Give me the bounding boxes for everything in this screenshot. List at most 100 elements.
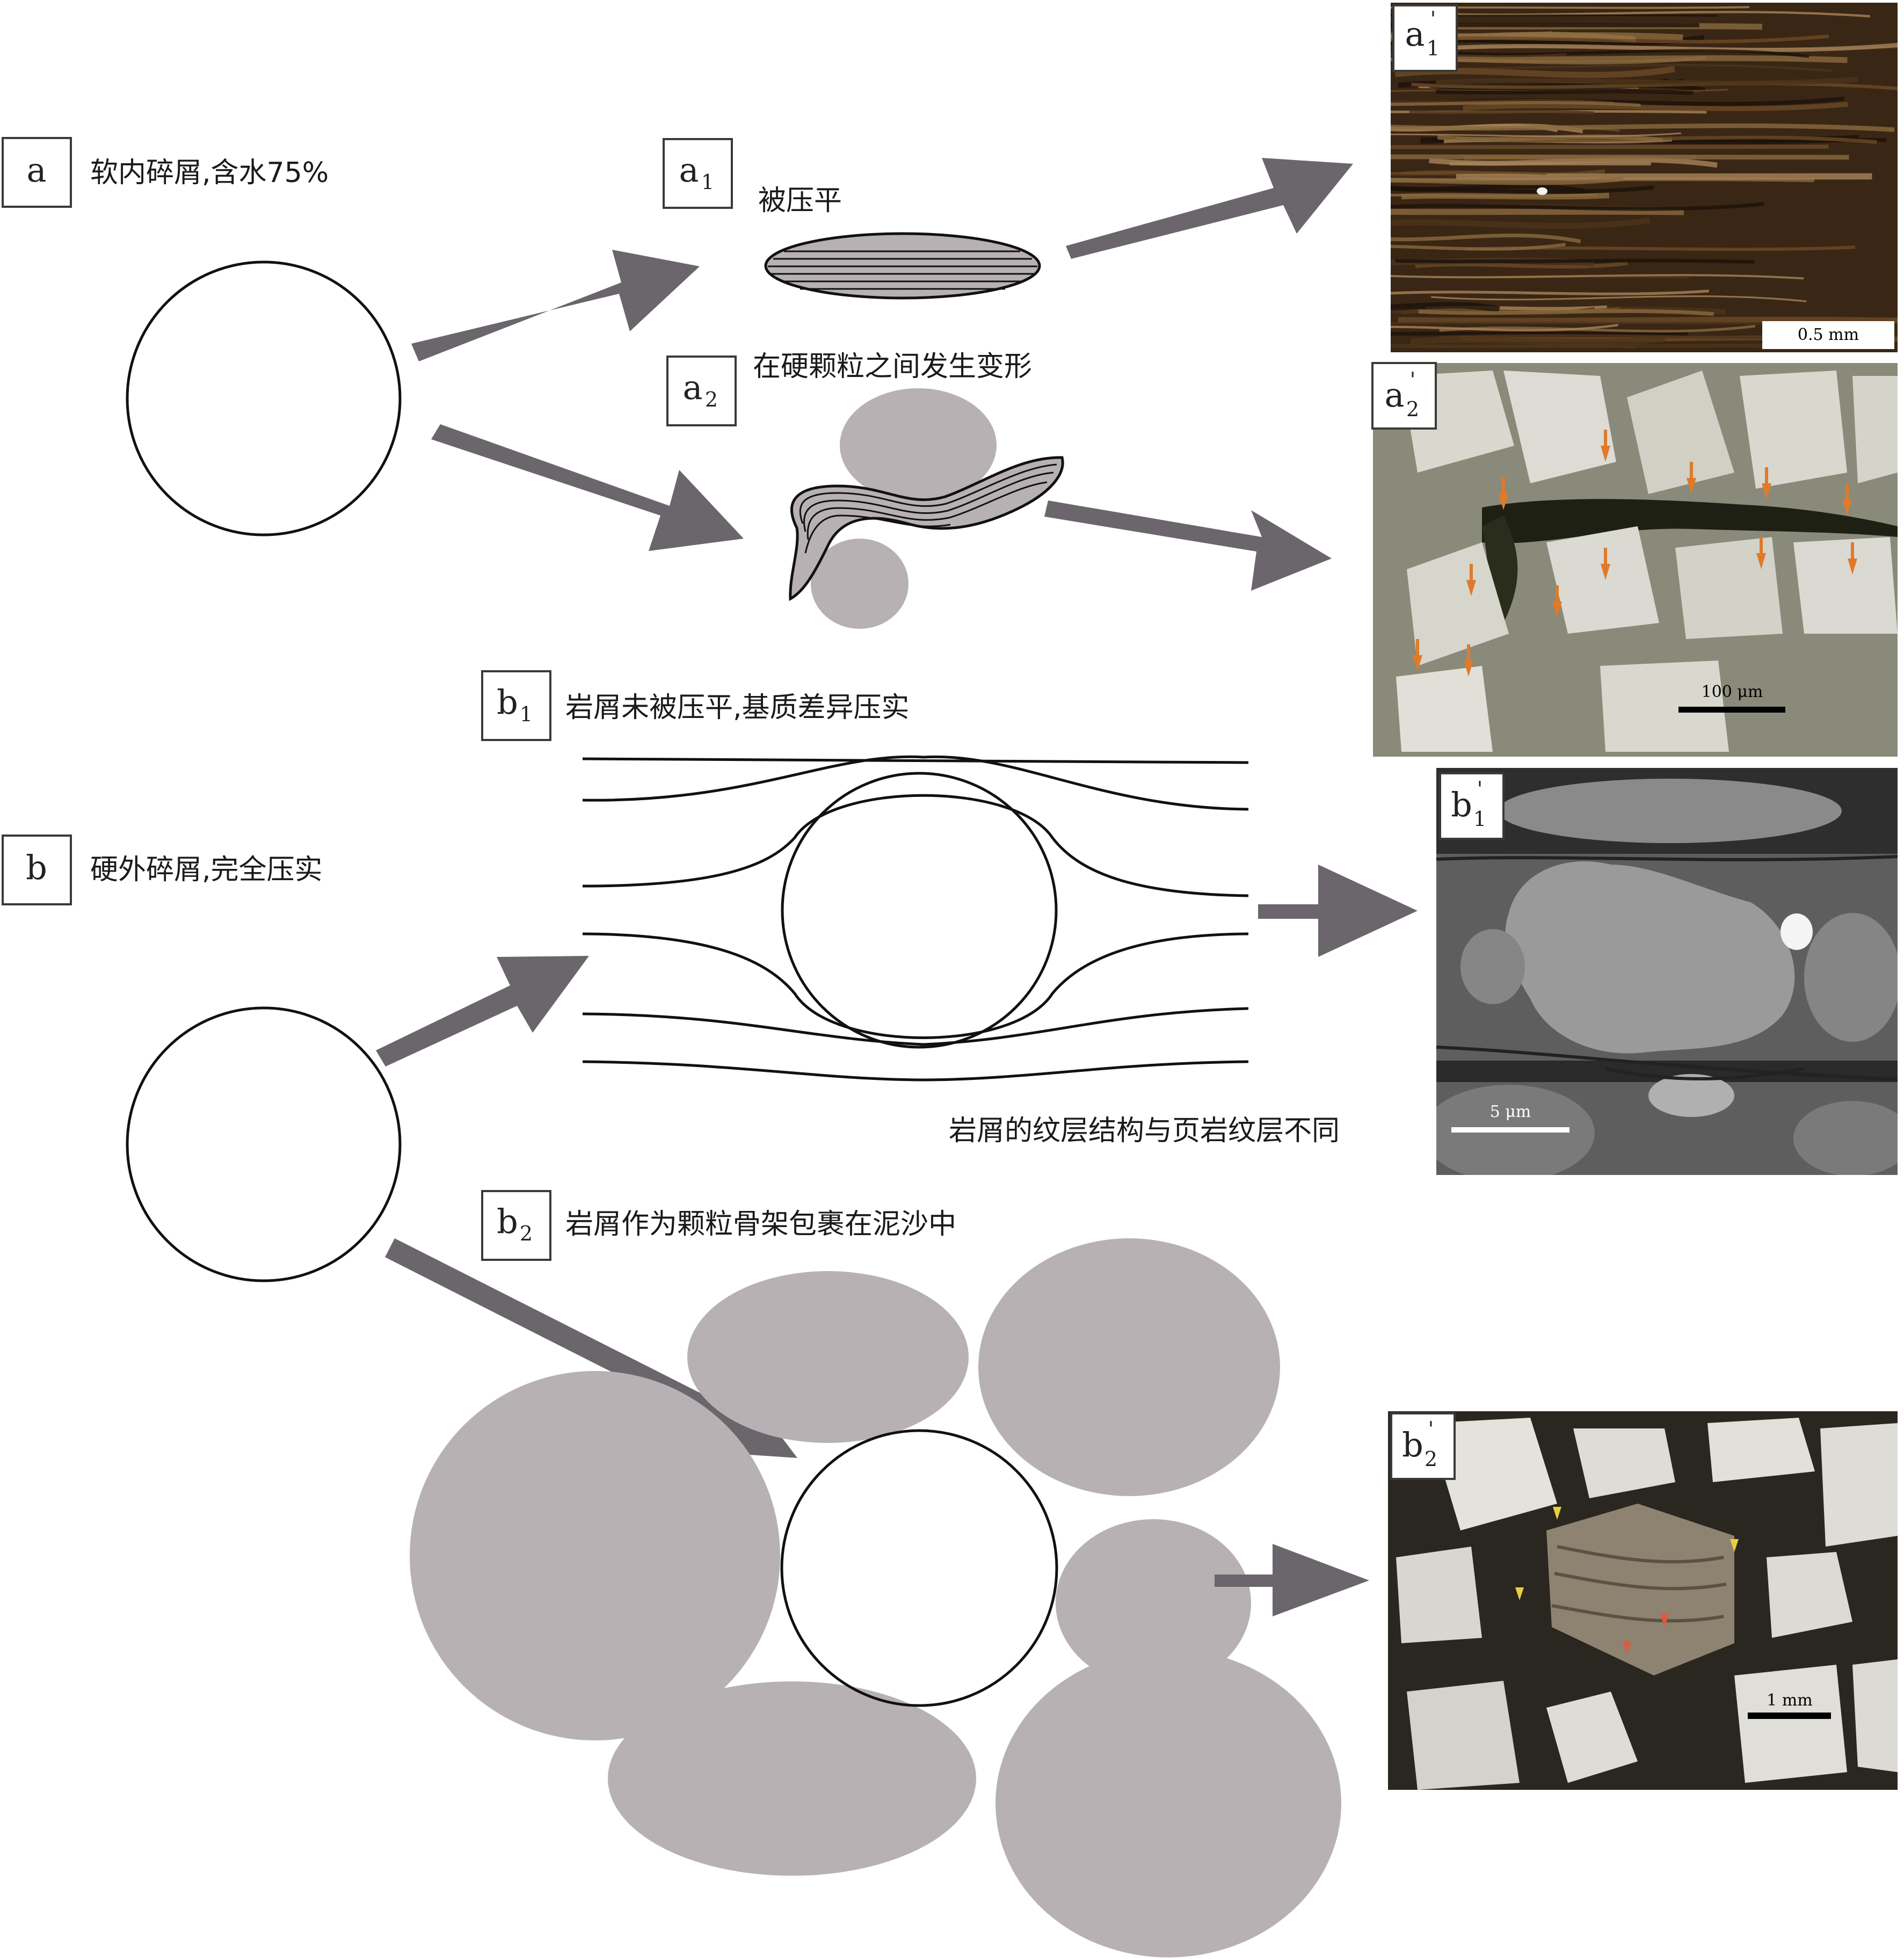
lamina-streak [1436, 90, 1694, 95]
soft-clast-circle [126, 260, 402, 536]
orange-marker-arrow [1687, 462, 1696, 494]
lamina-streak [1391, 132, 1681, 137]
lamina-streak [1415, 261, 1628, 269]
orange-marker-arrow [1464, 644, 1473, 677]
hard-clast-b2-circle [780, 1429, 1058, 1707]
svg-text:0.5 mm: 0.5 mm [1798, 325, 1859, 344]
lamina-streak [1391, 233, 1581, 244]
lamina-streak [1391, 53, 1567, 57]
orange-marker-arrow [1601, 430, 1610, 462]
marker-arrow [1515, 1587, 1524, 1600]
lamina-streak [1391, 202, 1764, 211]
svg-text:2: 2 [705, 388, 718, 411]
lamina-streak [1410, 336, 1665, 345]
label-a1: a 1 [663, 138, 733, 209]
svg-text:a: a [683, 368, 703, 407]
arrow-a1-to-photo [1066, 158, 1353, 259]
deformed-clast-between-grains [789, 388, 1064, 629]
lamina-streak [1437, 134, 1663, 143]
marker-arrow [1730, 1539, 1739, 1552]
arrow-a2-to-photo [1044, 500, 1332, 591]
svg-text:': ' [1430, 7, 1436, 31]
lamina-streak [1391, 185, 1654, 194]
orange-marker-arrow [1499, 478, 1508, 510]
framework-grains [410, 1238, 1341, 1957]
hard-clast-b1-circle [781, 772, 1058, 1049]
orange-marker-arrow [1413, 639, 1422, 671]
photo-a1-prime [1391, 3, 1898, 352]
svg-text:1: 1 [1427, 37, 1440, 60]
label-a2: a 2 [666, 355, 737, 426]
lamina-streak [1391, 123, 1895, 132]
lamina-streak [1391, 274, 1804, 280]
lamina-streak [1391, 243, 1566, 251]
lamina-streak [1391, 289, 1709, 295]
photo-a2-label: a 2 ' [1371, 362, 1437, 430]
note-b1: 岩屑的纹层结构与页岩纹层不同 [949, 1115, 1340, 1147]
lamina-streak [1416, 344, 1636, 349]
svg-text:2: 2 [520, 1222, 533, 1245]
svg-text:': ' [1428, 1417, 1434, 1441]
svg-text:100 μm: 100 μm [1702, 683, 1763, 701]
lamina-streak [1409, 110, 1594, 115]
flattened-clast [764, 232, 1041, 300]
lamina-streak [1418, 309, 1714, 316]
arrow-b-to-b1 [376, 956, 589, 1066]
label-a: a [2, 137, 72, 208]
photo-b2-prime [1388, 1411, 1898, 1790]
arrow-a-to-a2 [431, 424, 744, 551]
svg-text:1 mm: 1 mm [1767, 1691, 1813, 1710]
matrix-flow-lines [582, 755, 1249, 1082]
lamina-streak [1391, 217, 1650, 229]
lamina-streak [1391, 171, 1547, 176]
lamina-streak [1431, 295, 1807, 302]
lamina-streak [1397, 11, 1870, 18]
scale-bar-b2: 1 mm [1748, 1691, 1831, 1719]
lamina-streak [1391, 55, 1706, 64]
caption-b1: 岩屑未被压平,基质差异压实 [565, 692, 910, 724]
svg-text:b: b [1451, 785, 1472, 824]
lamina-streak [1463, 101, 1848, 111]
hard-clast-circle [126, 1006, 402, 1282]
orange-marker-arrow [1842, 483, 1852, 516]
svg-text:1: 1 [520, 702, 533, 726]
svg-text:': ' [1477, 777, 1482, 801]
lamina-streak [1391, 100, 1641, 107]
orange-marker-arrow [1466, 564, 1476, 596]
label-b: b [2, 835, 72, 905]
svg-text:': ' [1410, 368, 1415, 391]
marker-arrow [1553, 1507, 1561, 1520]
svg-text:b: b [497, 683, 518, 722]
lamina-streak [1435, 77, 1858, 86]
svg-text:b: b [497, 1202, 518, 1241]
arrow-b1-to-photo [1258, 865, 1418, 957]
caption-a1: 被压平 [758, 185, 842, 217]
photo-a1-label: a 1 ' [1392, 4, 1458, 72]
caption-b2: 岩屑作为颗粒骨架包裹在泥沙中 [565, 1208, 956, 1240]
svg-text:1: 1 [1473, 807, 1486, 831]
orange-marker-arrow [1552, 585, 1562, 618]
orange-marker-arrow [1601, 548, 1610, 580]
scale-bar-a1: 0.5 mm [1762, 321, 1894, 349]
svg-text:b: b [1402, 1425, 1423, 1464]
caption-a: 软内碎屑,含水75% [90, 157, 329, 189]
photo-a2-prime [1373, 363, 1898, 757]
lamina-streak [1426, 49, 1809, 58]
lamina-streak [1398, 316, 1898, 324]
orange-marker-arrow [1756, 537, 1766, 569]
photo-b1-prime [1436, 768, 1898, 1175]
arrow-b2-to-photo [1215, 1544, 1369, 1616]
svg-text:a: a [679, 150, 699, 190]
bright-grain [1537, 187, 1547, 195]
svg-text:5 μm: 5 μm [1490, 1102, 1531, 1121]
photo-b2-label: b 2 ' [1390, 1412, 1456, 1480]
arrow-a-to-a1 [411, 250, 700, 361]
svg-text:1: 1 [701, 170, 714, 194]
orange-marker-arrow [1848, 542, 1857, 575]
orange-marker-arrow [1762, 467, 1771, 499]
svg-text:2: 2 [1406, 397, 1419, 421]
caption-a2: 在硬颗粒之间发生变形 [753, 351, 1032, 383]
lamina-streak [1391, 324, 1618, 332]
svg-text:a: a [1385, 375, 1405, 415]
